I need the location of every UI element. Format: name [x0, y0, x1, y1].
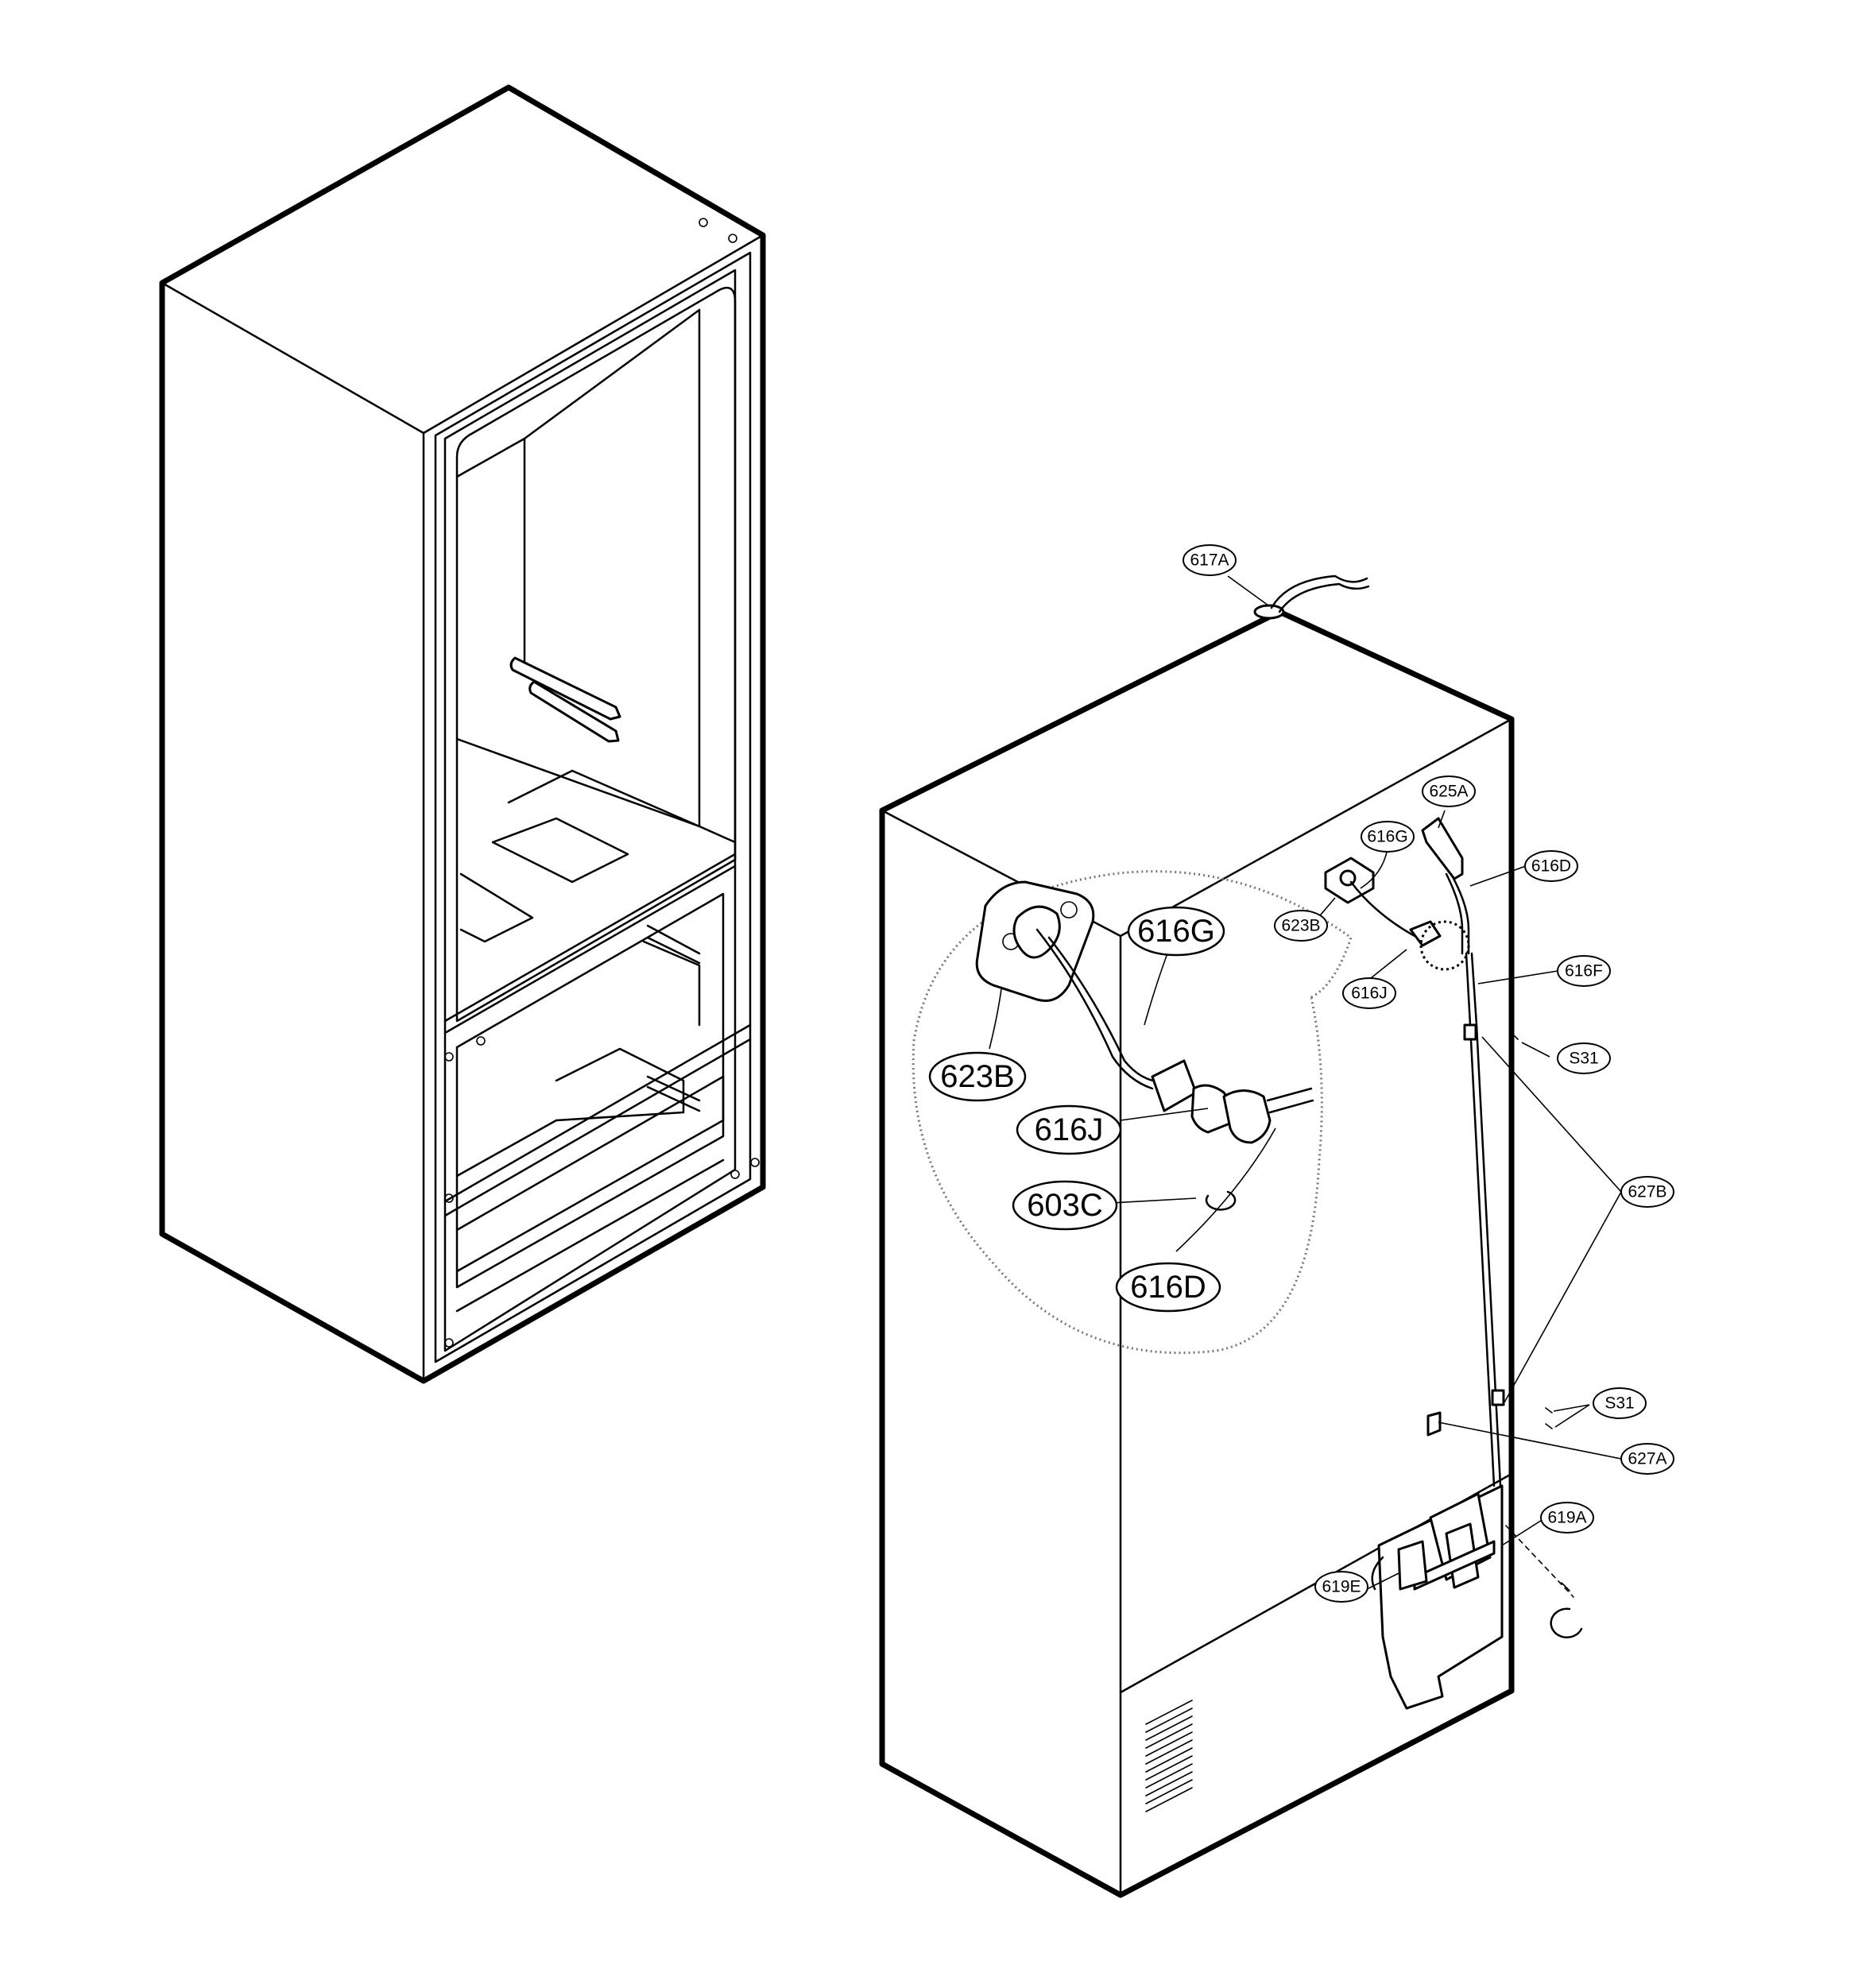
callout-detail-616G: 616G [1127, 906, 1225, 957]
callout-label: 616F [1565, 962, 1603, 980]
callout-label: 616J [1351, 984, 1388, 1003]
callout-label: 617A [1190, 551, 1229, 570]
callout-623B: 623B [1274, 910, 1328, 942]
callout-label: 625A [1429, 783, 1468, 801]
callout-label: 616D [1130, 1270, 1206, 1305]
leader-lines [989, 575, 1622, 1590]
callout-619E: 619E [1314, 1571, 1368, 1603]
callout-label: 616G [1367, 828, 1407, 846]
callout-627B: 627B [1620, 1176, 1674, 1208]
callout-S31-bottom: S31 [1593, 1387, 1647, 1419]
callout-label: 616J [1035, 1112, 1104, 1147]
callout-label: 627B [1628, 1183, 1666, 1201]
callout-616D: 616D [1524, 850, 1578, 882]
rear-cabinet-drawing [879, 574, 1583, 1898]
callout-label: S31 [1569, 1050, 1598, 1068]
detail-parts [975, 880, 1314, 1211]
callout-label: 616D [1531, 857, 1571, 876]
callout-label: S31 [1604, 1394, 1634, 1413]
callout-label: 623B [940, 1059, 1014, 1094]
callout-detail-603C: 603C [1012, 1180, 1118, 1231]
callout-label: 619E [1322, 1578, 1361, 1596]
callout-label: 603C [1027, 1188, 1103, 1223]
callout-label: 627A [1628, 1450, 1666, 1468]
callout-S31-top: S31 [1557, 1042, 1611, 1074]
vent-grille [1145, 1700, 1193, 1812]
callout-616J: 616J [1342, 977, 1396, 1009]
callout-616F: 616F [1557, 955, 1611, 987]
callout-label: 623B [1281, 917, 1320, 935]
callout-627A: 627A [1620, 1443, 1674, 1475]
callout-619A: 619A [1540, 1502, 1594, 1534]
callout-label: 619A [1547, 1509, 1586, 1527]
callout-616G: 616G [1361, 821, 1415, 853]
callout-detail-616D: 616D [1115, 1262, 1221, 1313]
callout-label: 616G [1137, 914, 1215, 949]
callout-625A: 625A [1422, 775, 1476, 807]
callout-detail-623B: 623B [928, 1051, 1027, 1102]
callout-detail-616J: 616J [1016, 1104, 1122, 1155]
front-cabinet-drawing [159, 84, 766, 1384]
callout-617A: 617A [1183, 544, 1237, 576]
